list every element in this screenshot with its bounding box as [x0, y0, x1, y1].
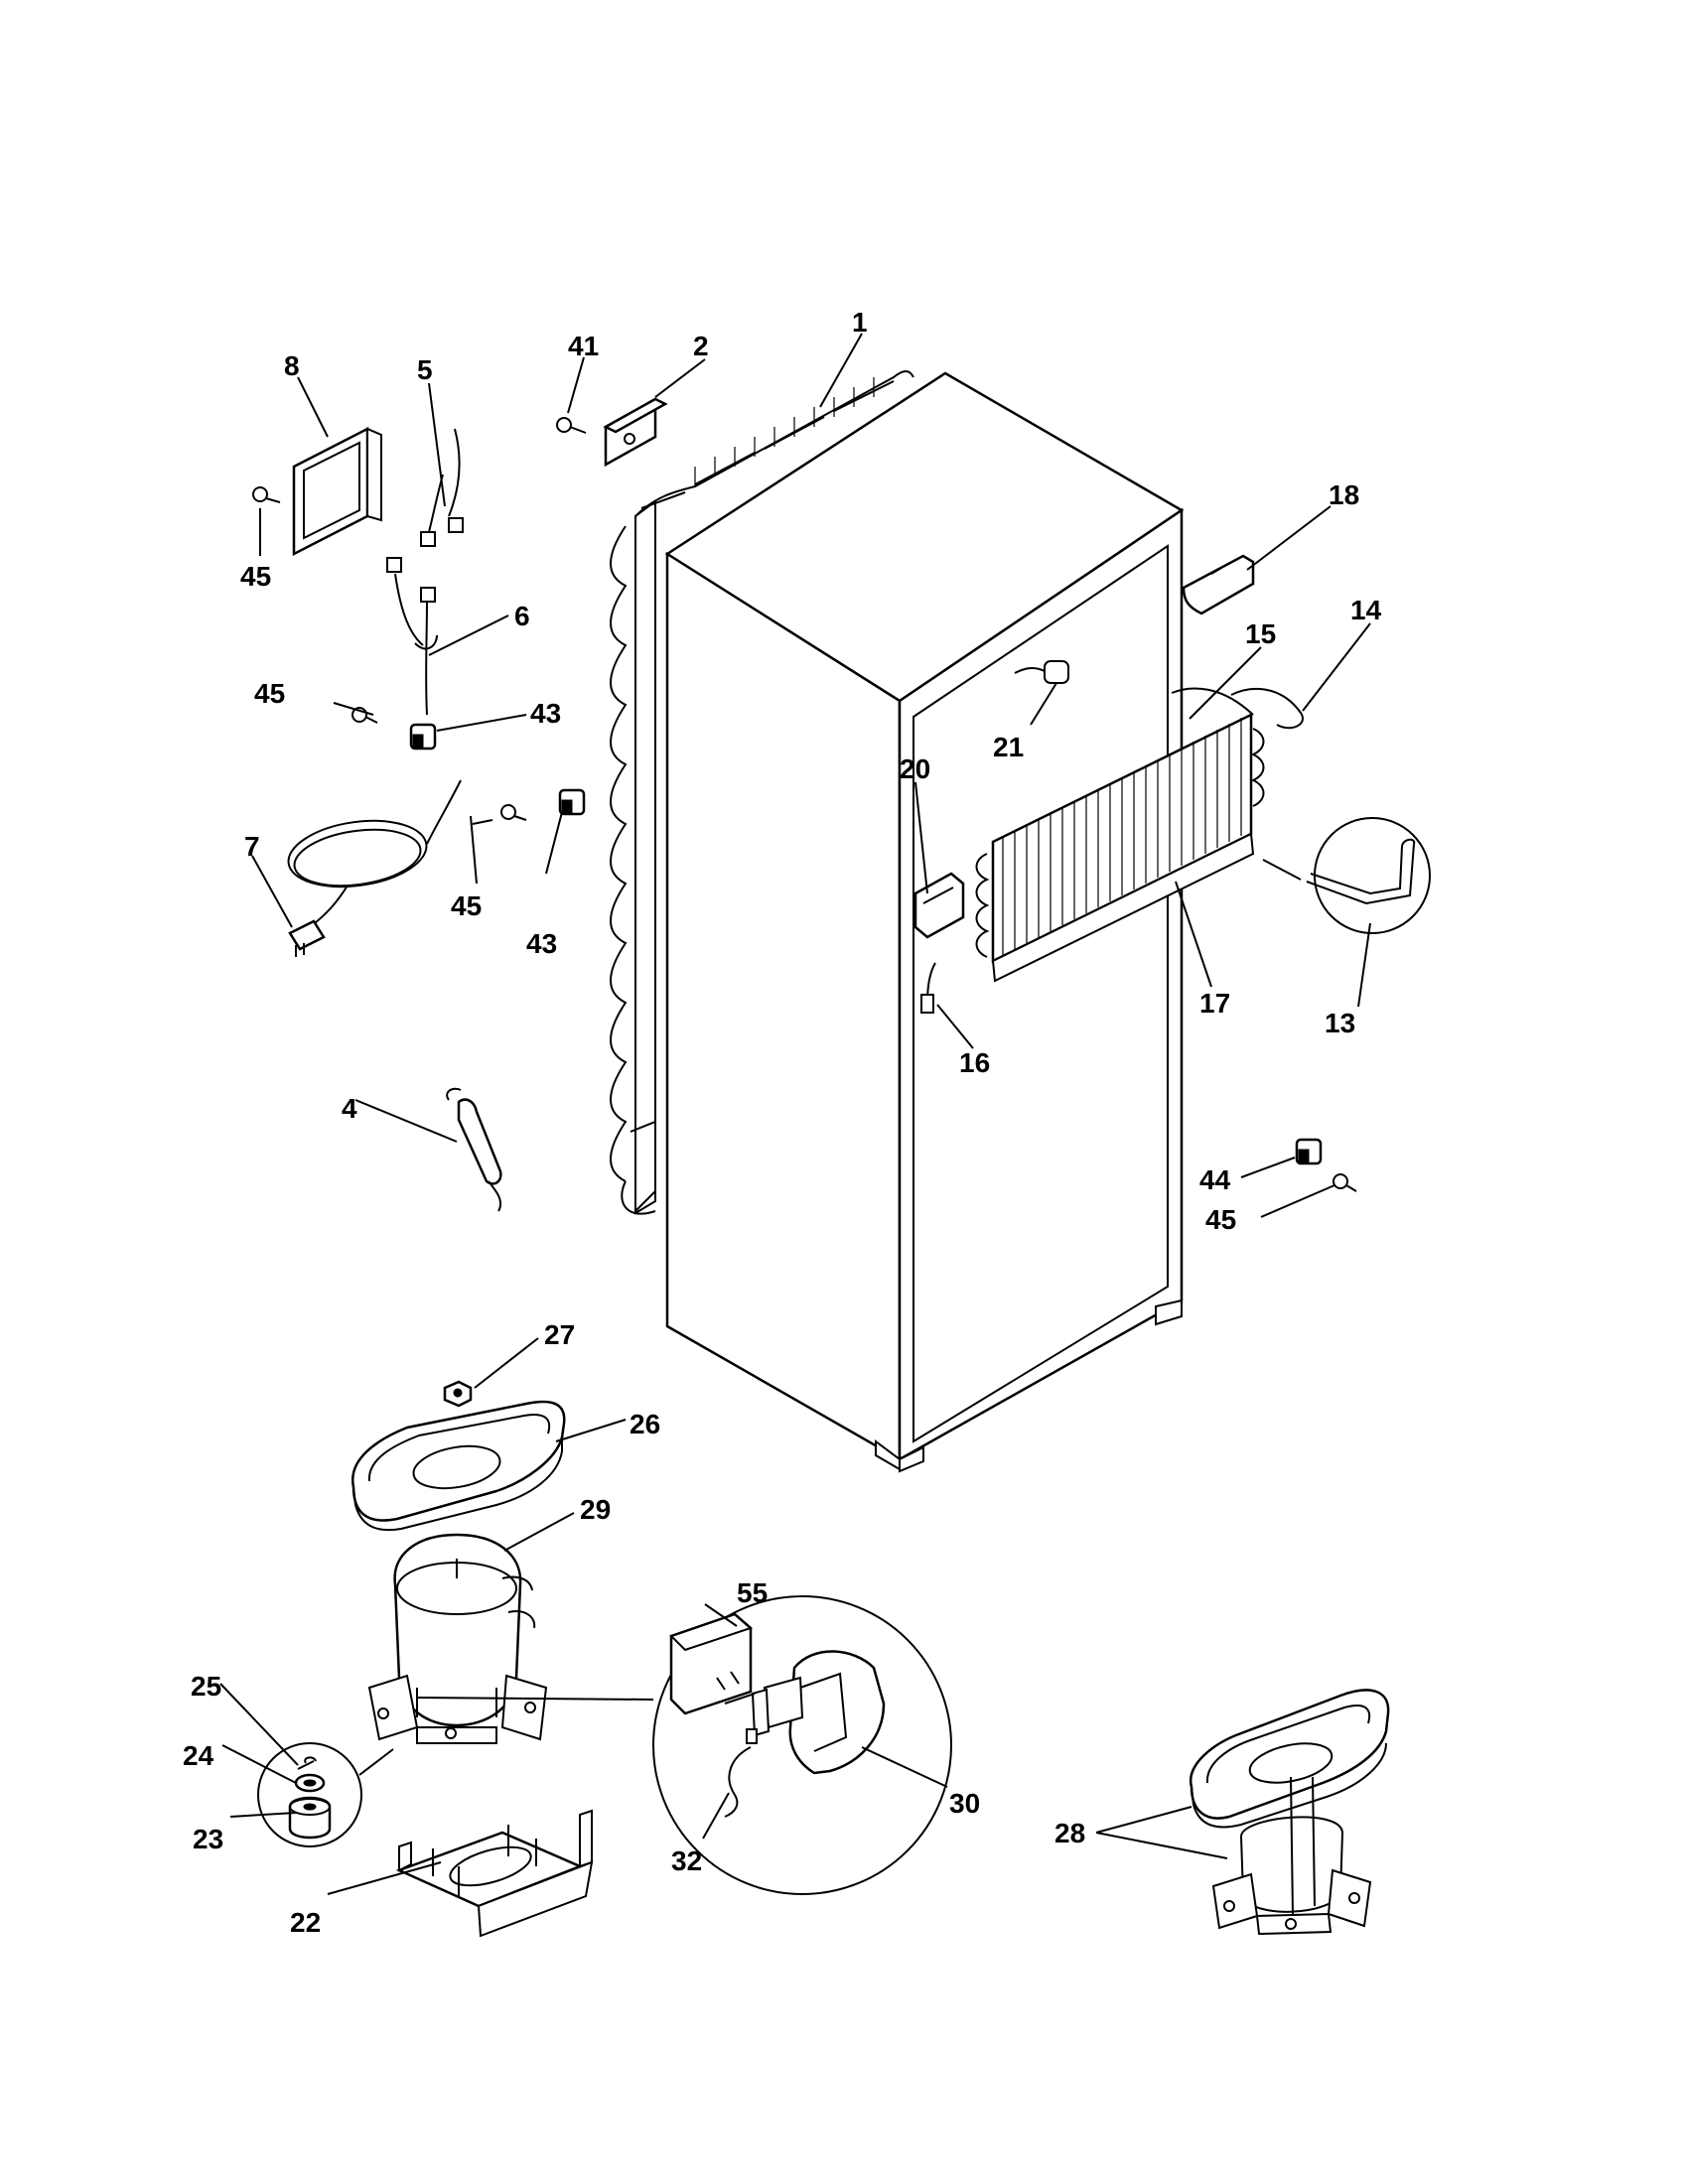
label-part-23: 23 — [193, 1824, 223, 1854]
label-part-44: 44 — [1199, 1164, 1231, 1195]
compressor-part-29 — [367, 1533, 548, 1744]
leader-lines — [219, 333, 1371, 1895]
wire-harness-part-5-6 — [386, 428, 464, 716]
label-part-14: 14 — [1350, 595, 1382, 625]
screw-part-45-a — [252, 486, 281, 503]
label-part-13: 13 — [1325, 1008, 1355, 1038]
mount-detail — [257, 1742, 394, 1847]
label-part-28: 28 — [1054, 1818, 1085, 1848]
label-part-21: 21 — [993, 732, 1024, 762]
label-part-20: 20 — [900, 753, 930, 784]
clamp-part-43-a — [409, 723, 437, 751]
condenser-coil — [610, 370, 914, 1215]
label-part-26: 26 — [630, 1409, 660, 1439]
label-part-4: 4 — [342, 1093, 357, 1124]
label-part-25: 25 — [191, 1671, 221, 1702]
label-part-45-a: 45 — [240, 561, 271, 592]
screw-part-45-c — [500, 804, 527, 821]
label-part-18: 18 — [1329, 479, 1359, 510]
label-part-6: 6 — [514, 601, 530, 631]
label-part-1: 1 — [852, 307, 868, 338]
screw-part-41 — [556, 417, 587, 434]
label-part-5: 5 — [417, 354, 433, 385]
label-part-2: 2 — [693, 331, 709, 361]
screw-part-45-d — [1333, 1173, 1357, 1192]
part-number-labels: 1 2 4 5 6 7 8 13 14 15 16 17 18 20 21 22… — [183, 307, 1382, 1938]
evaporator — [975, 687, 1304, 983]
label-part-17: 17 — [1199, 988, 1230, 1019]
label-part-43-a: 43 — [530, 698, 561, 729]
defrost-heater-detail — [1306, 817, 1431, 934]
label-part-22: 22 — [290, 1907, 321, 1938]
drain-pan-part-26 — [351, 1400, 566, 1532]
panel-part-8 — [292, 426, 382, 557]
drier-part-4 — [446, 1087, 502, 1212]
cabinet — [664, 371, 1185, 1473]
sensor-part-16 — [920, 962, 936, 1014]
label-part-7: 7 — [244, 831, 260, 862]
power-cord-part-7 — [287, 779, 462, 957]
base-bracket-part-22 — [395, 1809, 594, 1938]
electrical-detail — [416, 1595, 952, 1895]
label-part-24: 24 — [183, 1740, 214, 1771]
label-part-16: 16 — [959, 1047, 990, 1078]
clamp-part-44 — [1295, 1138, 1323, 1165]
label-part-41: 41 — [568, 331, 599, 361]
label-part-29: 29 — [580, 1494, 611, 1525]
clamp-part-43-b — [558, 788, 586, 816]
label-part-32: 32 — [671, 1845, 702, 1876]
label-part-27: 27 — [544, 1319, 575, 1350]
label-part-45-c: 45 — [451, 890, 482, 921]
label-part-45-b: 45 — [254, 678, 285, 709]
label-part-45-d: 45 — [1205, 1204, 1236, 1235]
label-part-55: 55 — [737, 1577, 768, 1608]
label-part-43-b: 43 — [526, 928, 557, 959]
label-part-15: 15 — [1245, 618, 1276, 649]
bracket-part-2 — [603, 396, 668, 468]
compressor-assembly-part-28 — [1189, 1689, 1390, 1936]
nut-part-27 — [443, 1380, 473, 1408]
bracket-part-18 — [1182, 554, 1255, 615]
label-part-30: 30 — [949, 1788, 980, 1819]
label-part-8: 8 — [284, 350, 300, 381]
